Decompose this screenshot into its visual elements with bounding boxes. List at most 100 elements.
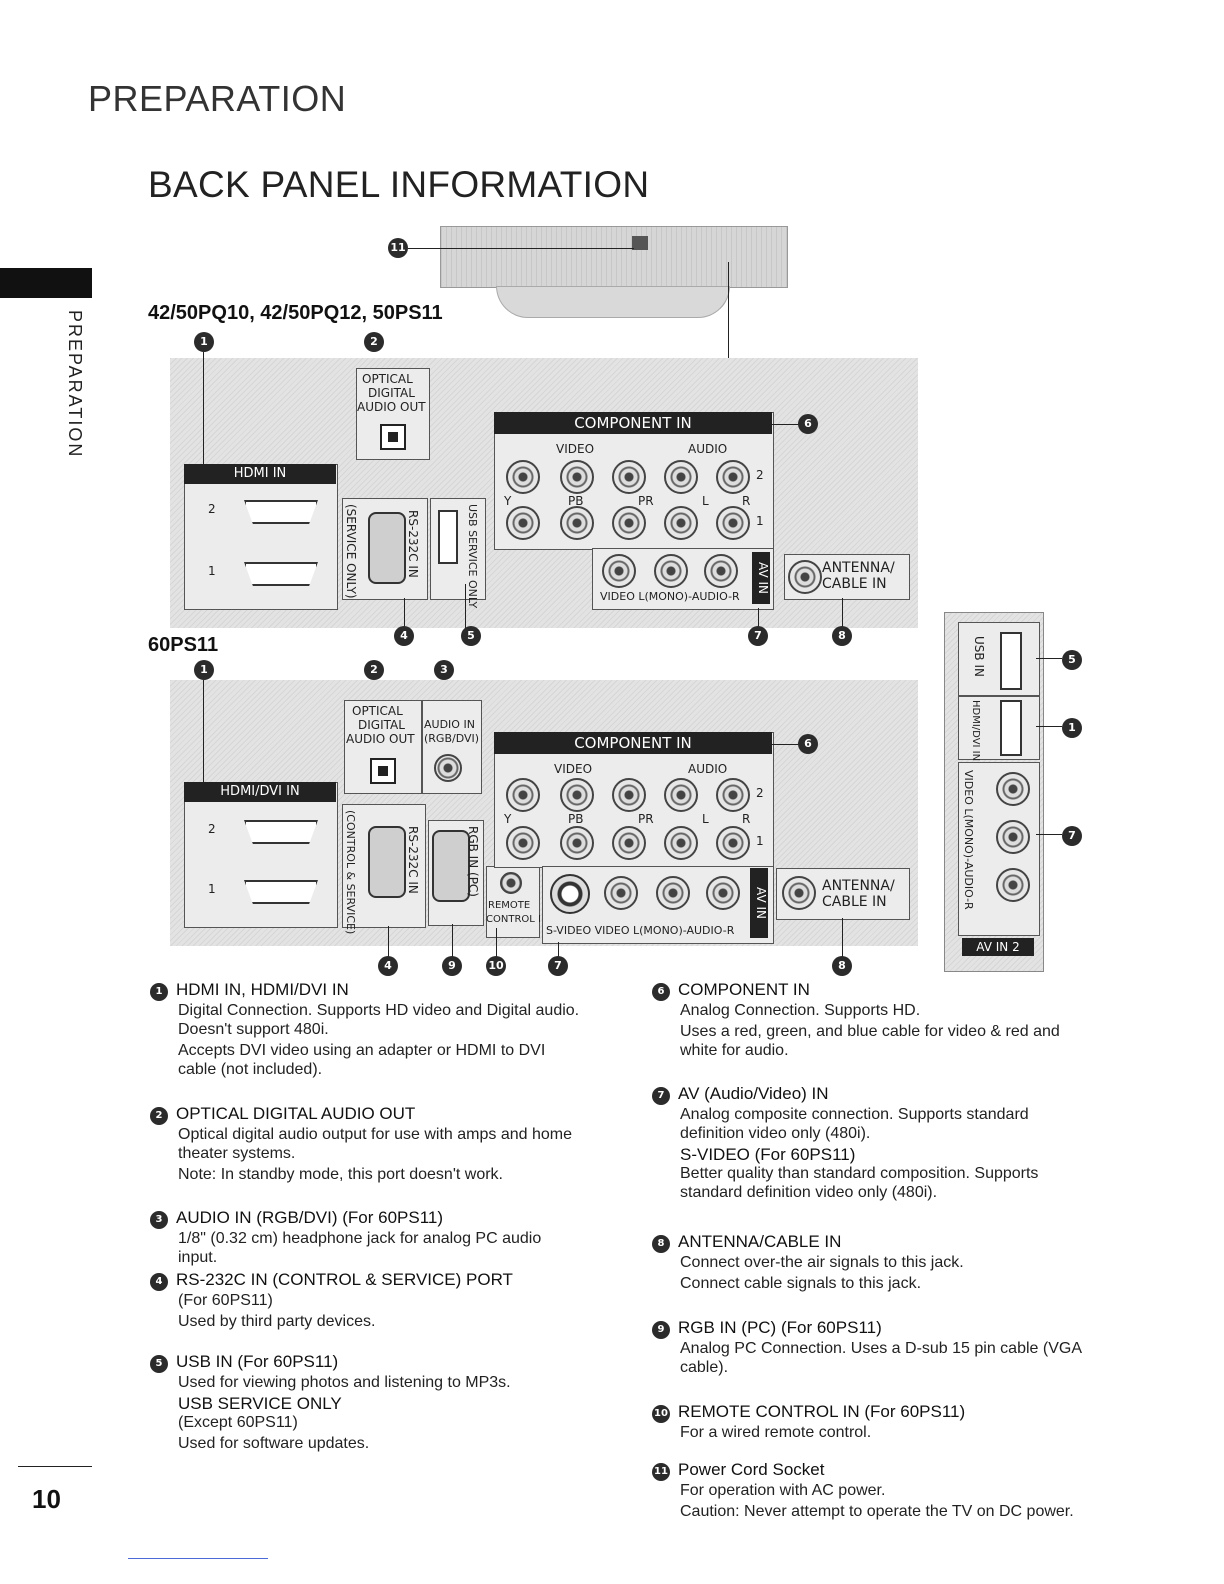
av-video-jack-60[interactable] bbox=[604, 876, 638, 910]
l-label: L bbox=[702, 812, 709, 826]
item-text: Digital Connection. Supports HD video an… bbox=[178, 1002, 580, 1038]
audio-in-label-2: (RGB/DVI) bbox=[424, 732, 480, 745]
rs232c-port[interactable] bbox=[368, 512, 406, 584]
antenna-jack-60[interactable] bbox=[782, 876, 816, 910]
hdmi-1-label: 1 bbox=[208, 882, 216, 896]
s-video-port[interactable] bbox=[550, 874, 590, 914]
component-l-2[interactable] bbox=[664, 460, 698, 494]
av-audio-r-jack-60[interactable] bbox=[706, 876, 740, 910]
component-pb-1[interactable] bbox=[560, 506, 594, 540]
optical-label-3: AUDIO OUT bbox=[357, 400, 426, 414]
component-pr-1[interactable] bbox=[612, 506, 646, 540]
component-pb-2[interactable] bbox=[560, 778, 594, 812]
component-pr-2[interactable] bbox=[612, 778, 646, 812]
audio-in-rgb-dvi-jack[interactable] bbox=[434, 754, 462, 782]
item-text: Analog PC Connection. Uses a D-sub 15 pi… bbox=[680, 1340, 1082, 1376]
side-av-video-jack[interactable] bbox=[996, 772, 1030, 806]
usb-in-label: USB IN bbox=[972, 636, 986, 677]
component-l-1[interactable] bbox=[664, 506, 698, 540]
component-pr-2[interactable] bbox=[612, 460, 646, 494]
optical-port[interactable] bbox=[380, 424, 406, 450]
side-av-audio-l-jack[interactable] bbox=[996, 820, 1030, 854]
rs232c-port-60[interactable] bbox=[368, 826, 406, 898]
item-subtitle: S-VIDEO bbox=[680, 1145, 750, 1164]
hdmi-dvi-port-2[interactable] bbox=[244, 820, 318, 844]
item-title: Power Cord Socket bbox=[678, 1460, 825, 1479]
hdmi-port-group bbox=[184, 464, 338, 610]
leader-line bbox=[772, 424, 800, 425]
callout-7: 7 bbox=[748, 626, 768, 646]
component-r-2[interactable] bbox=[716, 460, 750, 494]
av-video-jack[interactable] bbox=[602, 554, 636, 588]
optical-port-60[interactable] bbox=[370, 758, 396, 784]
row-1-label: 1 bbox=[756, 514, 764, 528]
component-y-2[interactable] bbox=[506, 460, 540, 494]
component-r-2[interactable] bbox=[716, 778, 750, 812]
row-2-label: 2 bbox=[756, 786, 764, 800]
audio-label: AUDIO bbox=[688, 762, 728, 776]
usb-service-port[interactable] bbox=[438, 510, 458, 564]
component-l-2[interactable] bbox=[664, 778, 698, 812]
component-pb-1[interactable] bbox=[560, 826, 594, 860]
remote-control-jack[interactable] bbox=[500, 872, 522, 894]
antenna-label-1: ANTENNA/ bbox=[822, 560, 895, 576]
leader-line bbox=[203, 352, 204, 464]
av-audio-l-jack[interactable] bbox=[654, 554, 688, 588]
av-in-row-label: VIDEO L(MONO)-AUDIO-R bbox=[600, 590, 740, 603]
av-audio-l-jack-60[interactable] bbox=[656, 876, 690, 910]
leader-line bbox=[404, 598, 405, 628]
hdmi-port-1[interactable] bbox=[244, 562, 318, 586]
component-y-2[interactable] bbox=[506, 778, 540, 812]
item-text: Caution: Never attempt to operate the TV… bbox=[680, 1503, 1074, 1520]
callout-5: 5 bbox=[461, 626, 481, 646]
leader-line bbox=[203, 680, 204, 782]
component-y-1[interactable] bbox=[506, 506, 540, 540]
number-icon: 1 bbox=[150, 983, 168, 1001]
item-text: Accepts DVI video using an adapter or HD… bbox=[178, 1042, 546, 1078]
leader-line bbox=[1036, 658, 1062, 659]
hdmi-port-2[interactable] bbox=[244, 500, 318, 524]
y-label: Y bbox=[504, 812, 512, 826]
item-text: (Except 60PS11) bbox=[178, 1414, 298, 1431]
callout-10: 10 bbox=[486, 956, 506, 976]
antenna-jack[interactable] bbox=[788, 560, 822, 594]
tv-stand bbox=[496, 286, 730, 318]
component-r-1[interactable] bbox=[716, 506, 750, 540]
item-text: Connect over-the air signals to this jac… bbox=[680, 1254, 964, 1271]
number-icon: 4 bbox=[150, 1273, 168, 1291]
component-y-1[interactable] bbox=[506, 826, 540, 860]
side-section-label: PREPARATION bbox=[65, 310, 85, 459]
component-pb-2[interactable] bbox=[560, 460, 594, 494]
hdmi-dvi-port-1[interactable] bbox=[244, 880, 318, 904]
number-icon: 3 bbox=[150, 1211, 168, 1229]
item-text: 1/8" (0.32 cm) headphone jack for analog… bbox=[178, 1230, 542, 1266]
item-text: Note: In standby mode, this port doesn't… bbox=[178, 1166, 503, 1183]
number-icon: 9 bbox=[652, 1321, 670, 1339]
callout-6: 6 bbox=[798, 734, 818, 754]
component-pr-1[interactable] bbox=[612, 826, 646, 860]
av-audio-r-jack[interactable] bbox=[704, 554, 738, 588]
component-r-1[interactable] bbox=[716, 826, 750, 860]
rgb-in-pc-label: RGB IN (PC) bbox=[466, 826, 480, 897]
leader-line bbox=[465, 584, 466, 628]
item-title: AUDIO IN (RGB/DVI) bbox=[176, 1208, 338, 1227]
callout-8: 8 bbox=[832, 626, 852, 646]
section-title: PREPARATION bbox=[88, 78, 347, 119]
side-av-audio-r-jack[interactable] bbox=[996, 868, 1030, 902]
leader-line bbox=[388, 926, 389, 958]
usb-in-port[interactable] bbox=[1000, 632, 1022, 690]
callout-2: 2 bbox=[364, 660, 384, 680]
optical-label-2: DIGITAL bbox=[368, 386, 415, 400]
leader-line bbox=[408, 248, 634, 249]
hdmi-dvi-in3-group bbox=[958, 696, 1040, 760]
rgb-in-pc-port[interactable] bbox=[432, 830, 470, 902]
hdmi-dvi-in3-port[interactable] bbox=[1000, 700, 1022, 756]
component-l-1[interactable] bbox=[664, 826, 698, 860]
leader-line bbox=[772, 744, 800, 745]
